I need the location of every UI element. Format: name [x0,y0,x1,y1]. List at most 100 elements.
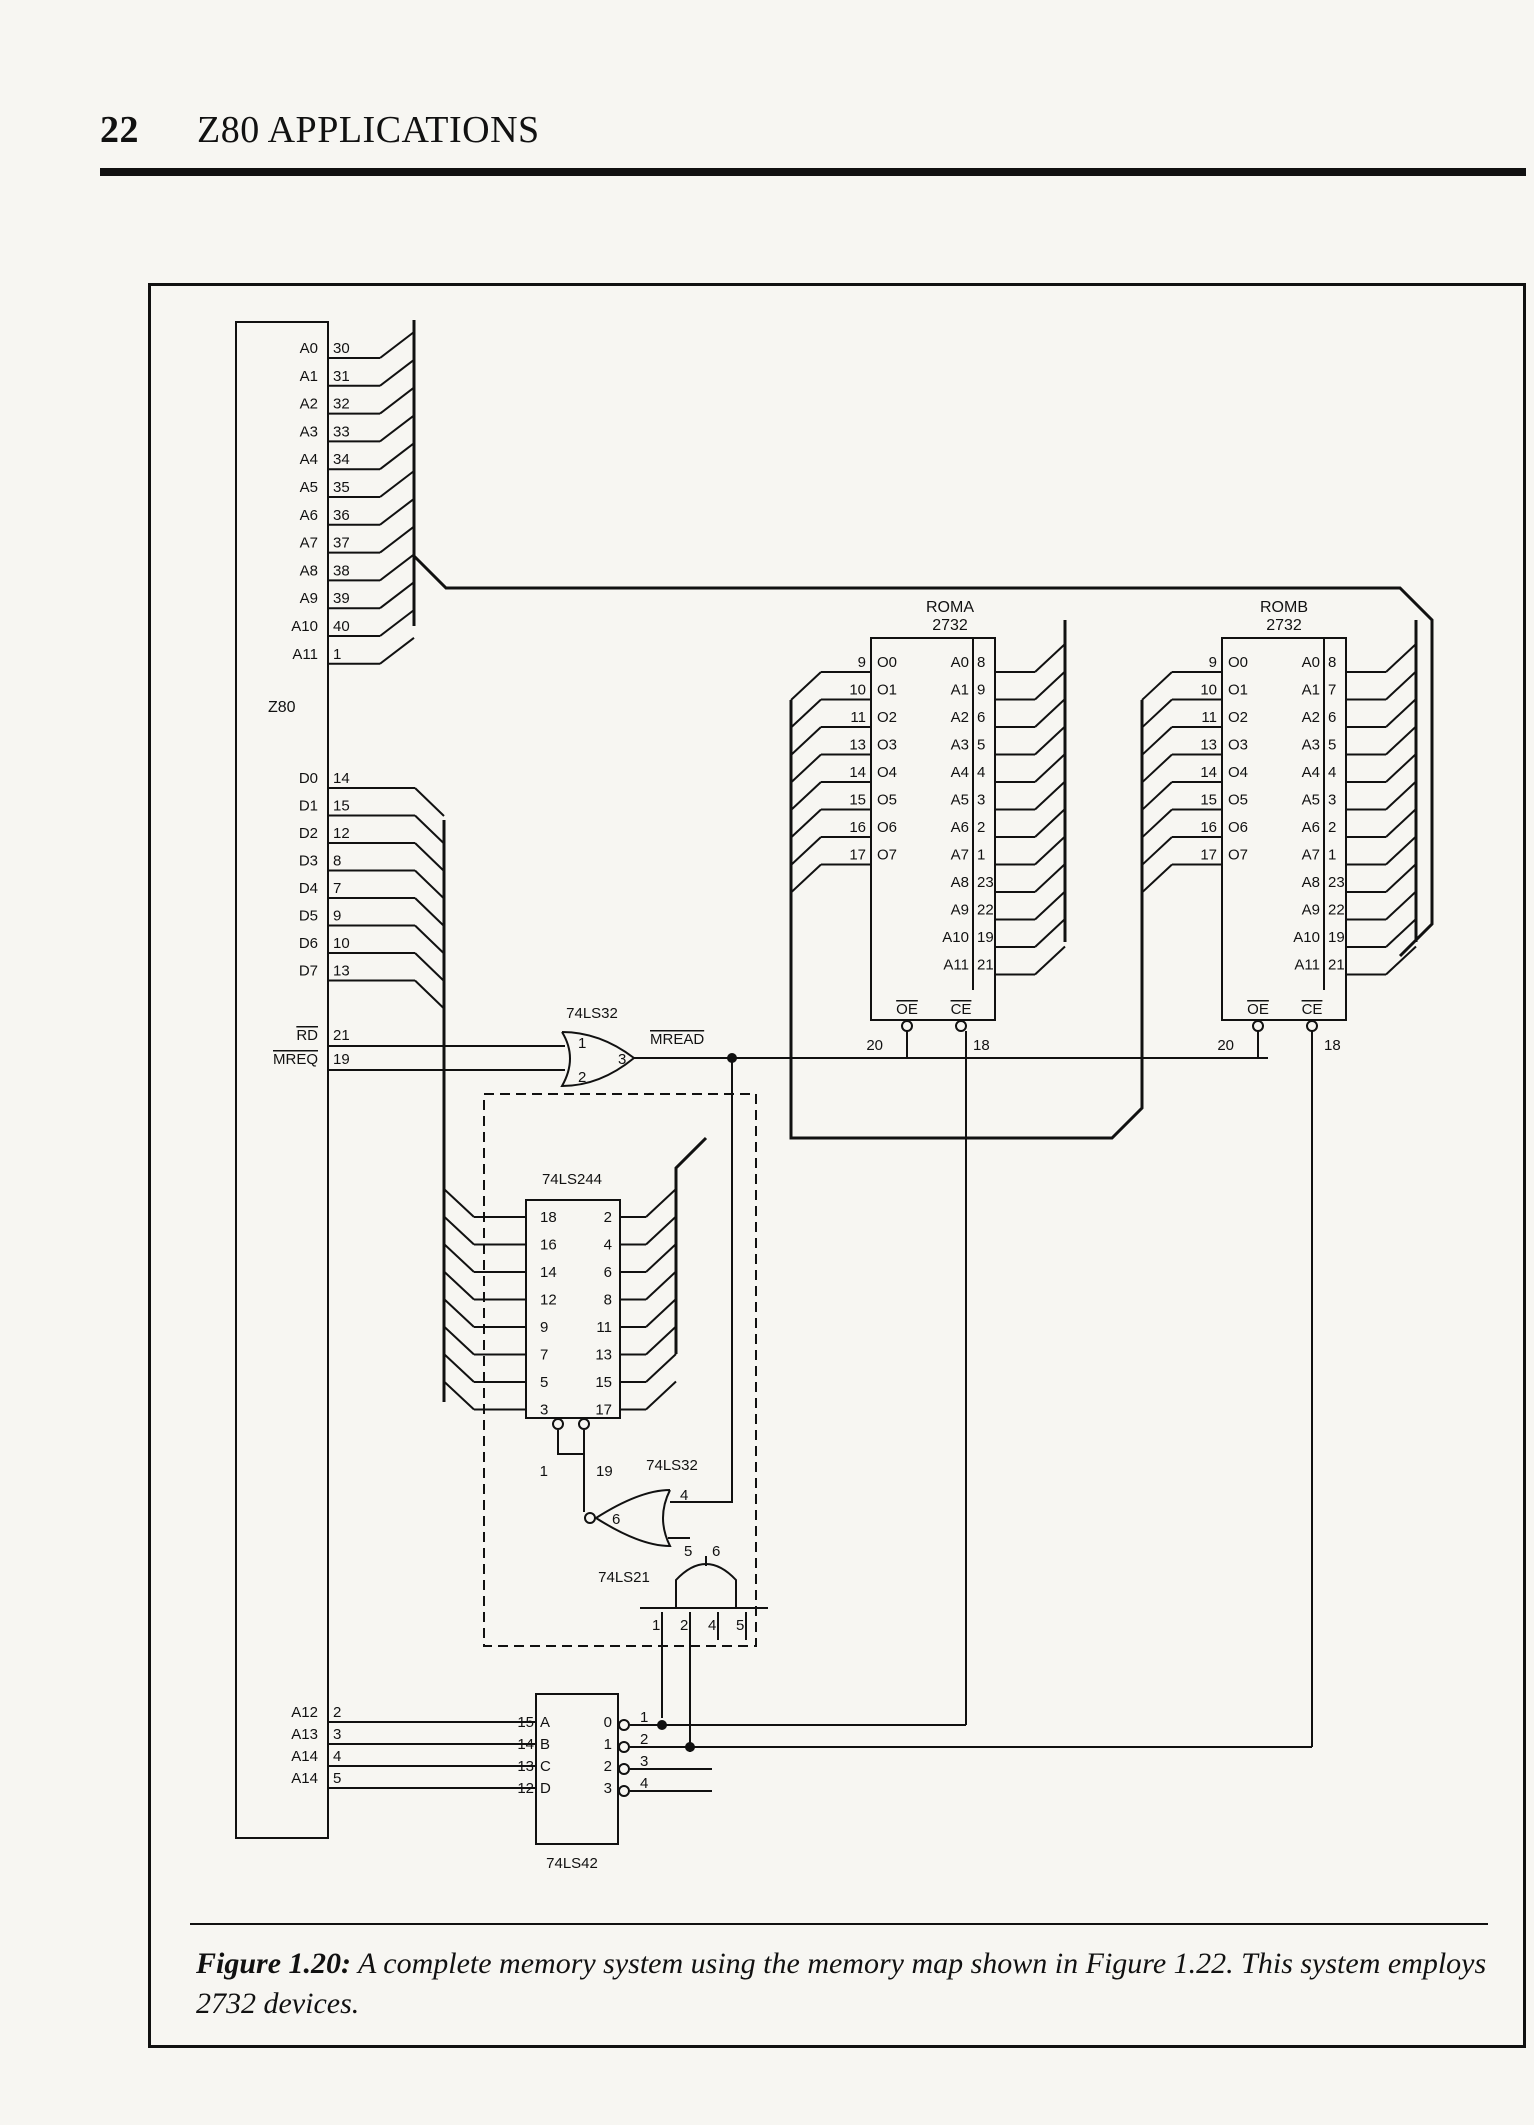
rom-data-pin-label: O4 [877,764,897,781]
page-header: 22 Z80 APPLICATIONS [100,108,540,152]
rom-data-pin-label: O6 [877,819,897,836]
z80-pin-label-a5: A5 [300,479,318,496]
rom-oe-pin: 20 [1217,1037,1234,1054]
z80-pin-number: 33 [333,423,350,440]
rom-address-pin-label: A9 [951,902,969,919]
bus-entry [1141,753,1173,784]
rom-chip-roma [870,637,996,1021]
z80-pin-number: 1 [333,646,341,663]
buffer-enable-pin-1: 1 [540,1463,548,1480]
z80-pin-number: 39 [333,590,350,607]
inversion-bubble [618,1763,630,1775]
caption-text: A complete memory system using the memor… [196,1947,1487,2020]
rom-data-pin-number: 13 [1200,737,1217,754]
inversion-bubble [618,1741,630,1753]
bus-entry [1141,836,1173,866]
bus-entry [645,1380,677,1411]
bus-entry [790,753,822,784]
z80-pin-label-d1: D1 [299,798,318,815]
rom-chip-romb [1221,637,1347,1021]
z80-pin-number: 19 [333,1051,350,1068]
inversion-bubble [955,1020,967,1032]
bus-entry [414,924,445,955]
rom-address-pin-number: 9 [977,682,985,699]
z80-pin-label-a7: A7 [300,535,318,552]
bus-entry [1141,781,1173,811]
rom-data-pin-number: 11 [850,709,866,726]
rom-address-pin-label: A11 [943,957,969,974]
inversion-bubble [618,1785,630,1797]
or-gate-1-in1: 1 [578,1035,586,1052]
z80-pin-number: 21 [333,1027,350,1044]
bus-entry [1385,918,1417,948]
or-gate-2-out: 6 [612,1511,620,1528]
rom-address-pin-label: A7 [951,847,969,864]
and-gate-input: 1 [652,1617,660,1634]
buffer-right-pin: 2 [604,1209,612,1226]
bus-entry [443,1215,475,1246]
bus-entry [1034,863,1066,893]
bus-entry [1034,918,1066,948]
bus-entry [1034,945,1066,976]
or-gate-1-out: 3 [618,1051,626,1068]
and-gate-part: 74LS21 [598,1569,650,1586]
or-gate-2-in: 4 [680,1487,688,1504]
rom-address-pin-label: A1 [1302,682,1320,699]
bus-entry [790,863,822,894]
bus-entry [443,1243,475,1273]
rom-address-pin-label: A8 [1302,874,1320,891]
bus-entry [1141,863,1173,894]
z80-pin-label-a1: A1 [300,368,318,385]
z80-pin-number: 34 [333,451,350,468]
bus-entry [790,836,822,866]
mread-to-gate-wire [670,1058,733,1503]
bus-entry [645,1243,677,1273]
and-gate-input: 5 [736,1617,744,1634]
rom-oe-label: OE [896,1001,918,1018]
rom-address-pin-number: 23 [1328,874,1345,891]
buffer-right-pin: 11 [596,1319,612,1336]
rom-address-pin-number: 3 [977,792,985,809]
z80-pin-label-a6: A6 [300,507,318,524]
bus-entry [790,698,822,729]
buffer-left-pin: 7 [540,1347,548,1364]
and-gate [675,1563,737,1609]
rom-data-pin-label: O4 [1228,764,1248,781]
bus-entry [1034,725,1066,756]
rom-address-pin-number: 6 [1328,709,1336,726]
z80-pin-number: 32 [333,396,350,413]
rom-address-pin-label: A2 [951,709,969,726]
decoder-input-label: D [540,1780,551,1797]
decoder-output-line-number: 4 [640,1775,648,1792]
buffer-chip [525,1199,621,1419]
rom-data-pin-label: O0 [877,654,897,671]
rom-address-pin-label: A6 [1302,819,1320,836]
rom-data-pin-label: O2 [877,709,897,726]
z80-pin-label-d4: D4 [299,880,318,897]
bus-entry [379,581,415,609]
z80-pin-label-a13: A13 [291,1726,318,1743]
rom-part: 2732 [932,617,968,634]
z80-pin-number: 10 [333,935,350,952]
bus-entry [1385,808,1417,838]
rom-part: 2732 [1266,617,1302,634]
inversion-bubble [1306,1020,1318,1032]
rom-data-pin-label: O7 [1228,847,1248,864]
rom-address-pin-label: A3 [1302,737,1320,754]
rom-address-pin-number: 6 [977,709,985,726]
z80-pin-number: 5 [333,1770,341,1787]
bus-entry [414,787,445,817]
rom-address-pin-number: 22 [977,902,994,919]
rom-address-pin-label: A0 [1302,654,1320,671]
z80-pin-label-mreq: MREQ [273,1051,318,1068]
bus-entry [1385,670,1417,701]
buffer-left-pin: 16 [540,1237,557,1254]
buffer-part: 74LS244 [542,1171,602,1188]
rom-data-pin-number: 13 [849,737,866,754]
page-number: 22 [100,109,139,151]
rom-oe-pin: 20 [866,1037,883,1054]
rom-address-pin-number: 21 [977,957,994,974]
bus-entry [379,553,415,582]
inversion-bubble [1252,1020,1264,1032]
